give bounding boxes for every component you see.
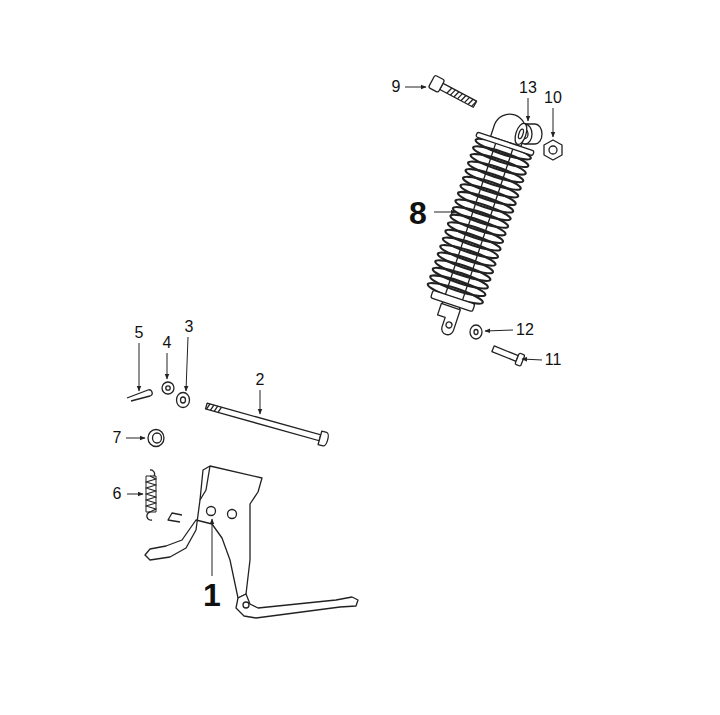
shock-absorber	[414, 105, 544, 342]
callout-number: 11	[543, 351, 564, 369]
callout-number: 1	[201, 578, 223, 612]
callout-number: 8	[407, 196, 429, 230]
shock-bottom-bolt	[491, 343, 525, 366]
stand-pivot-bolt	[204, 399, 329, 446]
callout-number: 9	[390, 78, 403, 96]
shock-top-bolt	[428, 75, 478, 110]
washer	[177, 393, 190, 408]
leader-lines	[126, 87, 553, 576]
callout-number: 2	[254, 371, 267, 389]
nut	[544, 140, 562, 160]
washer	[470, 325, 482, 339]
callout-number: 7	[111, 429, 124, 447]
callout-number: 13	[517, 79, 539, 97]
callout-number: 4	[161, 334, 174, 352]
cotter-pin	[127, 390, 152, 401]
return-spring	[146, 470, 156, 520]
coil-spring	[426, 135, 532, 307]
washer	[162, 382, 174, 394]
callout-number: 3	[183, 318, 196, 336]
callout-number: 6	[111, 485, 124, 503]
center-stand	[145, 466, 358, 618]
callout-number: 12	[514, 321, 536, 339]
callout-number: 5	[133, 324, 146, 342]
callout-number: 10	[542, 89, 564, 107]
ring-washer	[148, 430, 164, 447]
